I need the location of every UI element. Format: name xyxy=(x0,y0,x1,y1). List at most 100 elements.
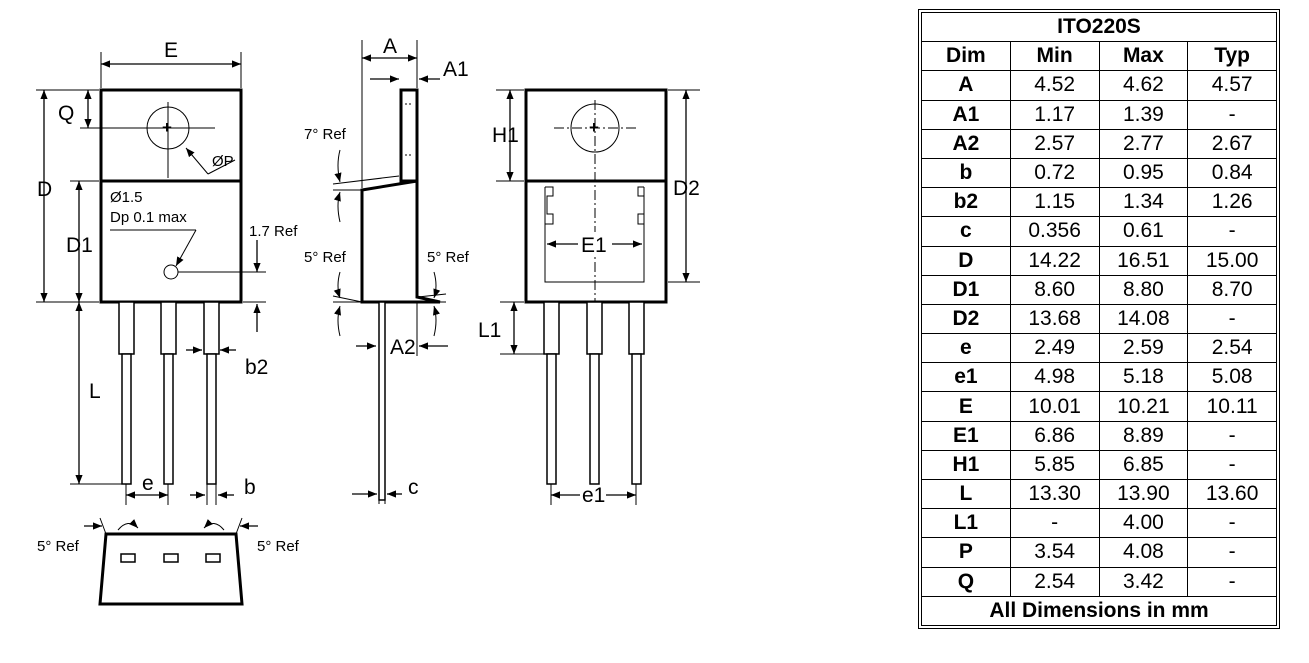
back-view: + H1 D2 E1 L1 e1 xyxy=(478,88,700,507)
bottom-body-outline xyxy=(98,532,244,606)
typ-cell: - xyxy=(1187,420,1277,451)
min-cell: 0.72 xyxy=(1009,157,1100,189)
dim-cell: D2 xyxy=(921,303,1011,335)
heatsink-pad-outline xyxy=(544,186,645,283)
front-view: + xyxy=(36,39,298,505)
label-E: E xyxy=(164,39,178,62)
label-b2: b2 xyxy=(245,356,268,379)
typ-cell: 1.26 xyxy=(1187,187,1277,218)
label-D2: D2 xyxy=(673,177,700,200)
label-H1: H1 xyxy=(492,124,519,147)
max-cell: 6.85 xyxy=(1098,449,1189,481)
typ-cell: 10.11 xyxy=(1187,391,1277,422)
min-cell: 2.49 xyxy=(1009,333,1100,364)
min-cell: 0.356 xyxy=(1009,216,1100,247)
min-cell: 8.60 xyxy=(1009,274,1100,305)
max-cell: 16.51 xyxy=(1098,245,1189,276)
label-dp: Dp 0.1 max xyxy=(110,209,187,226)
label-A2: A2 xyxy=(390,336,416,359)
typ-cell: 2.54 xyxy=(1187,333,1277,364)
label-e: e xyxy=(142,472,154,495)
dim-cell: A xyxy=(921,70,1011,101)
dim-cell: b2 xyxy=(921,187,1011,218)
dim-cell: L xyxy=(921,478,1011,510)
max-cell: 14.08 xyxy=(1098,303,1189,335)
typ-cell: 4.57 xyxy=(1187,70,1277,101)
ejector-pin-mark xyxy=(163,264,179,280)
min-cell: 1.17 xyxy=(1009,99,1100,130)
table-title: ITO220S xyxy=(921,11,1277,43)
label-5-ref-left: 5° Ref xyxy=(304,249,347,266)
svg-text:+: + xyxy=(589,118,599,137)
dim-cell: Q xyxy=(921,566,1011,597)
label-D: D xyxy=(37,178,52,201)
label-7-ref: 7° Ref xyxy=(304,126,347,143)
dim-cell: E1 xyxy=(921,420,1011,451)
svg-text:+: + xyxy=(162,118,172,137)
label-D1: D1 xyxy=(66,234,93,257)
header-max: Max xyxy=(1098,41,1189,72)
label-5-ref-right: 5° Ref xyxy=(427,249,470,266)
typ-cell: - xyxy=(1187,566,1277,597)
typ-cell: - xyxy=(1187,449,1277,481)
max-cell: 8.80 xyxy=(1098,274,1189,305)
dim-cell: e xyxy=(921,333,1011,364)
dim-cell: c xyxy=(921,216,1011,247)
label-L: L xyxy=(89,380,101,403)
max-cell: 1.34 xyxy=(1098,187,1189,218)
min-cell: 1.15 xyxy=(1009,187,1100,218)
dim-cell: b xyxy=(921,157,1011,189)
label-P: ØP xyxy=(212,153,234,170)
min-cell: 6.86 xyxy=(1009,420,1100,451)
dim-cell: A2 xyxy=(921,128,1011,159)
header-typ: Typ xyxy=(1187,41,1277,72)
min-cell: 5.85 xyxy=(1009,449,1100,481)
typ-cell: 13.60 xyxy=(1187,478,1277,510)
dim-cell: P xyxy=(921,537,1011,568)
label-1-7-ref: 1.7 Ref xyxy=(249,223,298,240)
label-b: b xyxy=(244,476,256,499)
label-A: A xyxy=(383,35,397,58)
min-cell: 10.01 xyxy=(1009,391,1100,422)
label-5-ref-bottom-left: 5° Ref xyxy=(37,538,80,555)
table-header-row: Dim Min Max Typ xyxy=(921,41,1277,72)
dim-cell: L1 xyxy=(921,508,1011,539)
label-A1: A1 xyxy=(443,58,469,81)
typ-cell: - xyxy=(1187,508,1277,539)
label-L1: L1 xyxy=(478,319,501,342)
package-outline-drawing: + xyxy=(36,35,700,606)
max-cell: 4.08 xyxy=(1098,537,1189,568)
typ-cell: - xyxy=(1187,216,1277,247)
dim-cell: E xyxy=(921,391,1011,422)
typ-cell: - xyxy=(1187,537,1277,568)
dim-cell: A1 xyxy=(921,99,1011,130)
min-cell: 2.54 xyxy=(1009,566,1100,597)
min-cell: 4.52 xyxy=(1009,70,1100,101)
max-cell: 5.18 xyxy=(1098,362,1189,393)
min-cell: - xyxy=(1009,508,1100,539)
min-cell: 2.57 xyxy=(1009,128,1100,159)
label-Q: Q xyxy=(58,102,74,125)
max-cell: 10.21 xyxy=(1098,391,1189,422)
dim-cell: H1 xyxy=(921,449,1011,481)
dim-cell: D xyxy=(921,245,1011,276)
bottom-view: 5° Ref 5° Ref xyxy=(37,517,300,606)
side-view: A A1 7° Ref 5° Ref 5° Ref A2 c xyxy=(304,35,470,504)
max-cell: 0.61 xyxy=(1098,216,1189,247)
